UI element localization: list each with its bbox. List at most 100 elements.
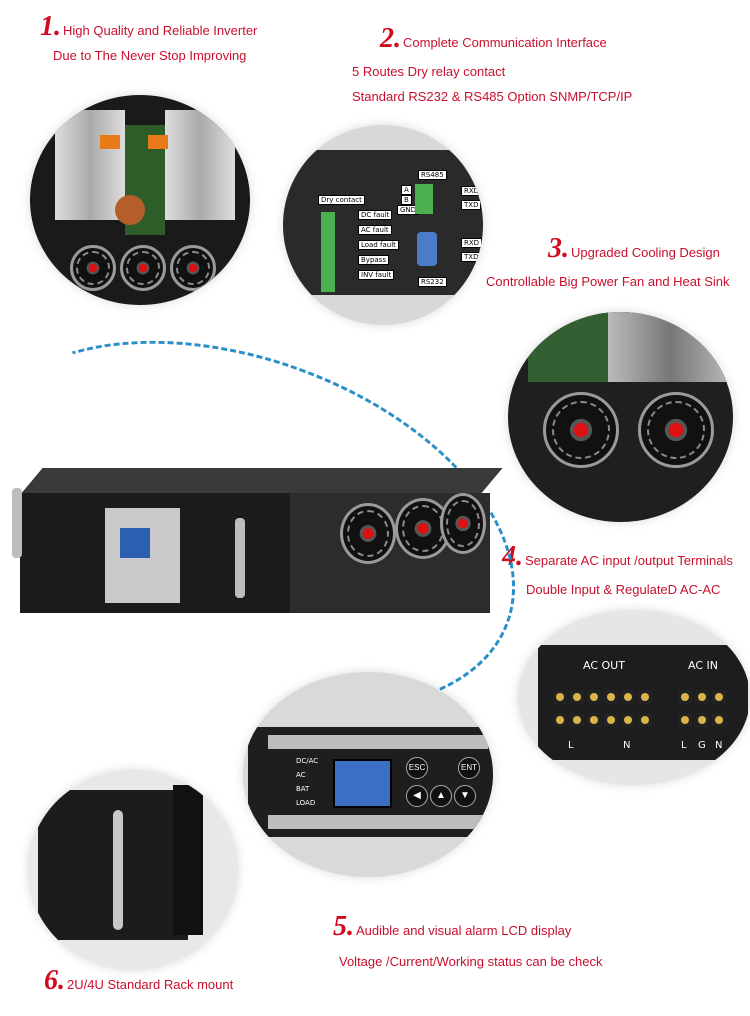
fault-label: DC fault: [358, 210, 393, 220]
fault-label: Bypass: [358, 255, 389, 265]
communication-panel-photo: Dry contact DC fault AC fault Load fault…: [283, 125, 483, 325]
rs232-label: RS232: [418, 277, 447, 287]
fan-icon: [440, 493, 486, 554]
feature-4: 4.Separate AC input /output Terminals Do…: [502, 540, 733, 597]
terminal-screw: [570, 713, 584, 727]
indicator-label: DC/AC: [296, 757, 319, 765]
feature-line: 5 Routes Dry relay contact: [352, 63, 506, 79]
fan-icon: [120, 245, 166, 291]
feature-line: Due to The Never Stop Improving: [53, 47, 247, 63]
esc-button[interactable]: ESC: [406, 757, 428, 779]
terminal-screw: [553, 690, 567, 704]
cooling-fans-photo: [508, 312, 733, 522]
comm-panel: Dry contact DC fault AC fault Load fault…: [283, 150, 483, 295]
fault-label: INV fault: [358, 270, 395, 280]
terminal-screw: [712, 713, 726, 727]
ac-in-label: AC IN: [688, 659, 718, 672]
fault-label: AC fault: [358, 225, 392, 235]
terminal-label: N: [623, 740, 631, 751]
feature-number: 2.: [380, 23, 401, 54]
terminal-label: L: [568, 740, 574, 751]
terminal-screw: [604, 690, 618, 704]
dry-contact-terminal: [321, 212, 335, 292]
feature-number: 5.: [333, 911, 354, 942]
terminal-screw: [678, 713, 692, 727]
rs232-port: [417, 232, 437, 266]
inverter-unit-photo: [10, 468, 503, 646]
rs485-label: RS485: [418, 170, 447, 180]
rack-handle: [113, 810, 123, 930]
panel-trim: [268, 815, 488, 829]
panel-trim: [268, 735, 488, 749]
rack-handle: [12, 488, 22, 558]
terminal-screw: [638, 690, 652, 704]
left-arrow-icon[interactable]: ◀: [406, 785, 428, 807]
txd-label: TXD: [461, 252, 482, 262]
rack-ear: [173, 785, 203, 935]
circuit-board: [528, 312, 608, 382]
terminal-screw: [621, 713, 635, 727]
copper-coil: [115, 195, 145, 225]
terminal-screw: [570, 690, 584, 704]
terminal-screw: [604, 713, 618, 727]
terminal-screw: [695, 690, 709, 704]
dry-contact-label: Dry contact: [318, 195, 365, 205]
feature-3: 3.Upgraded Cooling Design Controllable B…: [486, 232, 730, 289]
ac-terminals-photo: AC OUT AC IN L N L G N: [518, 610, 750, 785]
terminal-screw: [553, 713, 567, 727]
terminal-screw: [695, 713, 709, 727]
feature-line: Voltage /Current/Working status can be c…: [339, 953, 603, 969]
feature-line: High Quality and Reliable Inverter: [63, 23, 258, 38]
lcd-display-photo: DC/AC AC BAT LOAD ESC ENT ◀ ▲ ▼: [243, 672, 493, 877]
ac-out-label: AC OUT: [583, 659, 625, 672]
orange-relay: [100, 135, 120, 149]
feature-line: Double Input & RegulateD AC-AC: [526, 581, 721, 597]
rs485-pin: B: [401, 195, 412, 205]
feature-line: Controllable Big Power Fan and Heat Sink: [486, 273, 730, 289]
terminal-label: G: [698, 740, 706, 751]
feature-number: 4.: [502, 541, 523, 572]
heatsink: [608, 312, 733, 382]
feature-line: Separate AC input /output Terminals: [525, 553, 733, 568]
lcd-screen: [120, 528, 150, 558]
rxd-label: RXD: [461, 238, 483, 248]
terminal-panel: AC OUT AC IN L N L G N: [538, 645, 748, 760]
terminal-screw: [587, 713, 601, 727]
up-arrow-icon[interactable]: ▲: [430, 785, 452, 807]
terminal-screw: [638, 713, 652, 727]
down-arrow-icon[interactable]: ▼: [454, 785, 476, 807]
lcd-screen: [333, 759, 392, 808]
heatsink: [55, 110, 125, 220]
feature-line: Upgraded Cooling Design: [571, 245, 720, 260]
inverter-internals-photo: [30, 95, 250, 305]
indicator-label: LOAD: [296, 799, 316, 807]
fan-icon: [638, 392, 714, 468]
feature-2: 2.Complete Communication Interface 5 Rou…: [352, 22, 632, 105]
terminal-label: N: [715, 740, 723, 751]
feature-number: 6.: [44, 965, 65, 996]
fan-icon: [543, 392, 619, 468]
heatsink: [165, 110, 235, 220]
rack-mount-photo: [28, 770, 238, 970]
rs485-pin: A: [401, 185, 412, 195]
fan-icon: [70, 245, 116, 291]
display-panel: DC/AC AC BAT LOAD ESC ENT ◀ ▲ ▼: [248, 727, 493, 837]
fan-icon: [170, 245, 216, 291]
rxd-label: RXD: [461, 186, 483, 196]
indicator-label: BAT: [296, 785, 310, 793]
terminal-screw: [621, 690, 635, 704]
rack-handle: [235, 518, 245, 598]
rs485-terminal: [415, 184, 433, 214]
orange-relay: [148, 135, 168, 149]
ent-button[interactable]: ENT: [458, 757, 480, 779]
terminal-screw: [678, 690, 692, 704]
terminal-screw: [587, 690, 601, 704]
fault-label: Load fault: [358, 240, 399, 250]
feature-line: Complete Communication Interface: [403, 35, 607, 50]
feature-line: Audible and visual alarm LCD display: [356, 923, 572, 938]
fan-icon: [340, 503, 396, 564]
feature-number: 1.: [40, 11, 61, 42]
feature-line: 2U/4U Standard Rack mount: [67, 977, 234, 992]
terminal-screw: [712, 690, 726, 704]
feature-1: 1.High Quality and Reliable Inverter Due…: [40, 10, 257, 63]
